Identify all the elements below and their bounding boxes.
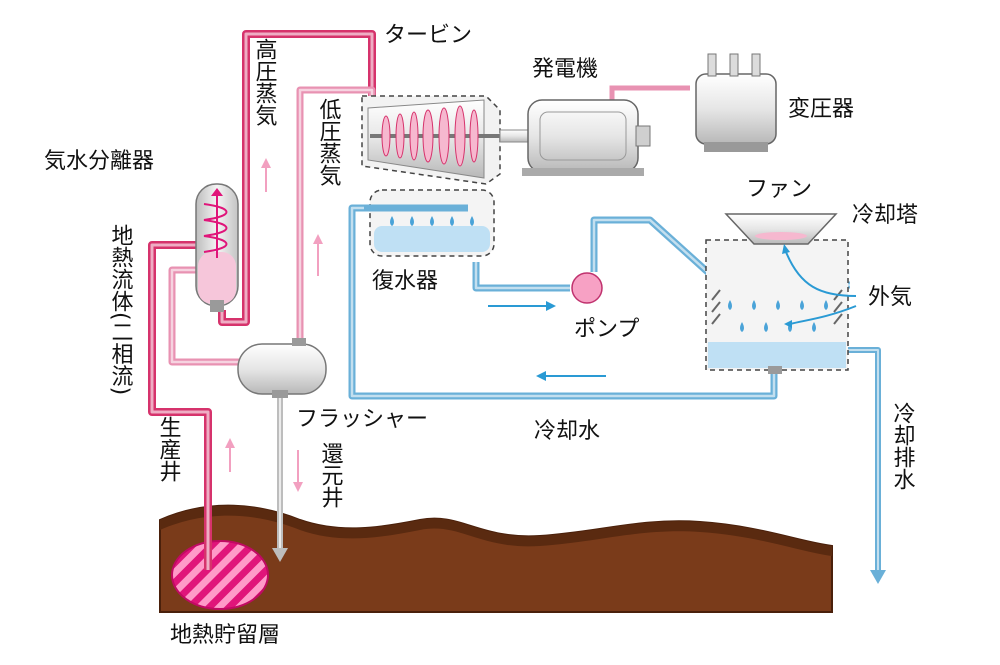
flow-arrow-production (225, 438, 235, 472)
generator (522, 99, 651, 176)
cooling-drain-pipe (846, 347, 881, 570)
label-low-pressure-steam: 低圧蒸気 (316, 98, 342, 186)
label-high-pressure-steam: 高圧蒸気 (252, 38, 278, 126)
cooling-drain-arrow-tip (870, 570, 886, 584)
pump (571, 272, 603, 304)
flow-arrow-low-steam (313, 234, 323, 276)
ground-topsoil (160, 505, 832, 556)
turbine-shaft (499, 129, 533, 143)
label-cooling-water: 冷却水 (534, 419, 600, 444)
transformer (695, 53, 777, 152)
label-transformer: 変圧器 (788, 97, 854, 122)
label-turbine: タービン (384, 23, 472, 48)
flow-arrow-cooling-water (536, 371, 606, 381)
flow-arrow-reinjection (293, 450, 303, 492)
label-condenser: 復水器 (372, 269, 438, 294)
label-flasher: フラッシャー (296, 407, 428, 432)
flow-arrow-high-steam (261, 158, 271, 192)
separator-vessel (195, 183, 239, 312)
label-geothermal-fluid: 地熱流体(二相流) (108, 224, 134, 395)
label-reinjection-well: 還元井 (318, 442, 344, 508)
condenser-outlet-pipe (472, 262, 570, 292)
turbine (361, 95, 501, 185)
cooling-tower (705, 213, 849, 374)
flow-arrow-condensate (488, 301, 556, 311)
outside-air-arrow-1 (785, 251, 857, 297)
reservoir-ellipse (171, 540, 269, 610)
outside-air-arrow-2 (789, 305, 857, 325)
label-outside-air: 外気 (868, 285, 912, 310)
label-cooling-tower: 冷却塔 (852, 203, 918, 228)
label-pump: ポンプ (574, 317, 639, 342)
label-separator: 気水分離器 (44, 149, 154, 174)
flasher-vessel (237, 338, 327, 398)
label-production-well: 生産井 (156, 416, 182, 482)
reinjection-arrow-tip (272, 548, 288, 562)
label-reservoir: 地熱貯留層 (170, 623, 280, 648)
label-fan: ファン (746, 177, 812, 202)
condenser (364, 189, 495, 257)
label-generator: 発電機 (532, 57, 598, 82)
label-cooling-drain: 冷却排水 (890, 402, 916, 490)
